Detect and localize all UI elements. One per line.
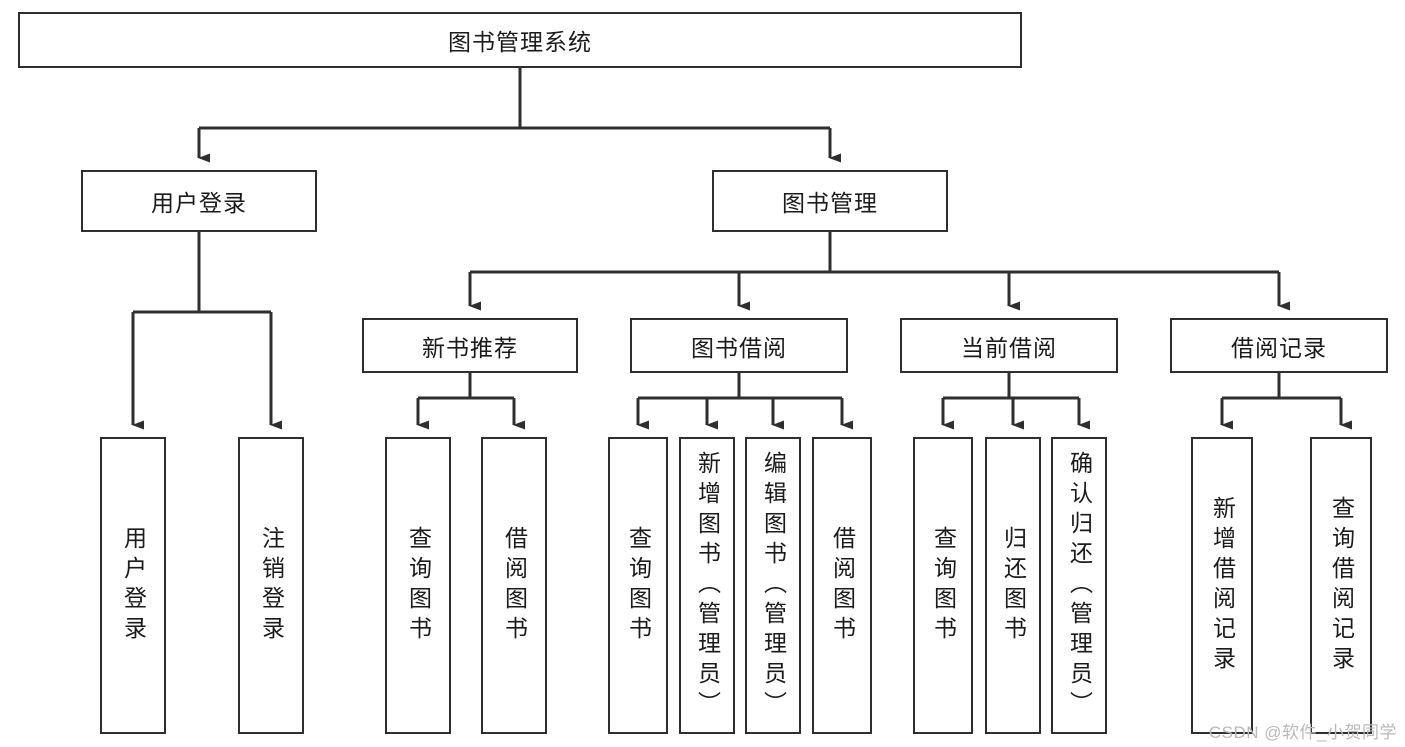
leaf-query-book-recommend[interactable]: 查询图书 (385, 437, 451, 734)
leaf-add-borrow-record-label: 新增借阅记录 (1209, 495, 1236, 676)
node-current-borrow-label: 当前借阅 (961, 334, 1057, 361)
leaf-query-book-recommend-label: 查询图书 (405, 525, 432, 646)
leaf-query-borrow-record[interactable]: 查询借阅记录 (1310, 437, 1372, 734)
node-new-book-recommend-label: 新书推荐 (422, 334, 518, 361)
leaf-add-book-admin-label: 新增图书（管理员） (694, 450, 721, 721)
leaf-edit-book-admin-label: 编辑图书（管理员） (760, 450, 787, 721)
node-borrow-record[interactable]: 借阅记录 (1170, 318, 1388, 373)
edge-group-book-management (468, 232, 1290, 311)
edge-group-borrow-record (1220, 373, 1352, 430)
edge-group-current-borrow (941, 373, 1090, 430)
leaf-logout-login[interactable]: 注销登录 (238, 437, 304, 734)
edge-group-new-book-recommend (416, 373, 525, 430)
node-book-borrow-label: 图书借阅 (691, 334, 787, 361)
node-root-label: 图书管理系统 (448, 29, 592, 55)
leaf-query-book-current-label: 查询图书 (930, 525, 957, 646)
leaf-add-book-admin[interactable]: 新增图书（管理员） (679, 437, 735, 734)
leaf-confirm-return-admin-label: 确认归还（管理员） (1066, 450, 1093, 721)
watermark: CSDN @软件_小贺同学 (1208, 723, 1397, 742)
leaf-query-book-borrow[interactable]: 查询图书 (608, 437, 668, 734)
leaf-logout-login-label: 注销登录 (258, 525, 285, 646)
leaf-confirm-return-admin[interactable]: 确认归还（管理员） (1051, 437, 1107, 734)
leaf-user-login[interactable]: 用户登录 (100, 437, 166, 734)
leaf-borrow-book-recommend-label: 借阅图书 (501, 525, 528, 646)
node-user-login[interactable]: 用户登录 (81, 170, 317, 232)
leaf-borrow-book-recommend[interactable]: 借阅图书 (481, 437, 547, 734)
leaf-query-book-borrow-label: 查询图书 (625, 525, 652, 646)
node-new-book-recommend[interactable]: 新书推荐 (362, 318, 578, 373)
leaf-user-login-label: 用户登录 (120, 525, 147, 646)
edge-group-user-login (131, 232, 282, 430)
node-borrow-record-label: 借阅记录 (1231, 334, 1327, 361)
leaf-edit-book-admin[interactable]: 编辑图书（管理员） (745, 437, 801, 734)
leaf-query-borrow-record-label: 查询借阅记录 (1328, 495, 1355, 676)
leaf-return-book[interactable]: 归还图书 (985, 437, 1041, 734)
leaf-borrow-book[interactable]: 借阅图书 (812, 437, 872, 734)
node-current-borrow[interactable]: 当前借阅 (900, 318, 1118, 373)
edge-group-book-borrow (636, 373, 853, 430)
node-book-management-label: 图书管理 (782, 190, 878, 216)
leaf-return-book-label: 归还图书 (1000, 525, 1027, 646)
node-root[interactable]: 图书管理系统 (18, 12, 1022, 68)
leaf-query-book-current[interactable]: 查询图书 (913, 437, 973, 734)
node-book-borrow[interactable]: 图书借阅 (630, 318, 848, 373)
leaf-borrow-book-label: 借阅图书 (829, 525, 856, 646)
node-book-management[interactable]: 图书管理 (712, 170, 948, 232)
leaf-add-borrow-record[interactable]: 新增借阅记录 (1191, 437, 1253, 734)
node-user-login-label: 用户登录 (151, 190, 247, 216)
edge-group-root (197, 68, 841, 163)
